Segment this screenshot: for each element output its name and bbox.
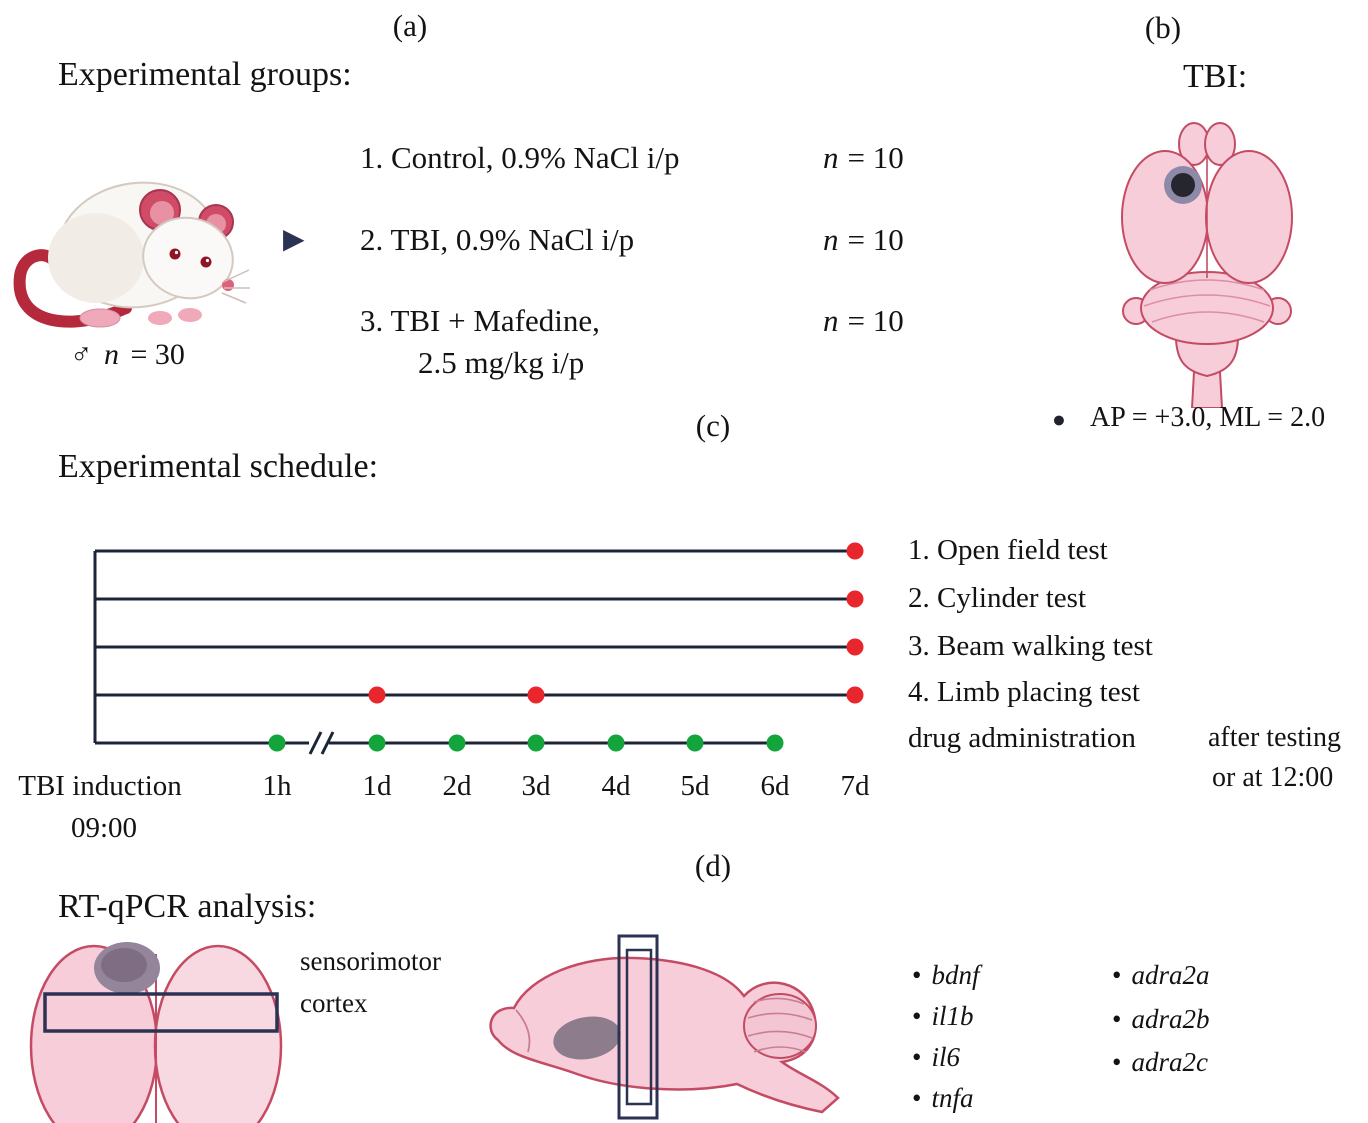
group-item-3: 3. TBI + Mafedine,: [360, 303, 600, 338]
schedule-row-label-2: 2. Cylinder test: [908, 582, 1087, 614]
axis-tick-1d: 1d: [362, 770, 392, 802]
male-symbol: ♂: [70, 338, 93, 371]
lesion-spot-side: [553, 1016, 621, 1060]
timeline-dot-red: [846, 542, 864, 560]
bullet-icon: •: [912, 1042, 922, 1072]
axis-tick-1h: 1h: [262, 770, 292, 802]
group-2-count: n= 10: [823, 222, 904, 257]
gene-item-tnfa: •tnfa: [912, 1083, 974, 1113]
timeline-dot-red: [846, 686, 864, 704]
axis-tick-4d: 4d: [601, 770, 631, 802]
group-1-count: n= 10: [823, 140, 904, 175]
group-arrow-icon: ▶: [283, 224, 305, 255]
bullet-icon: •: [1112, 960, 1122, 990]
brain-side-view-illustration: [489, 934, 840, 1120]
axis-origin-time: 09:00: [70, 812, 138, 844]
impact-site-dot: [1171, 173, 1195, 197]
group-item-3-line2: 2.5 mg/kg i/p: [418, 345, 585, 380]
coords-marker-icon: ●: [1052, 407, 1066, 432]
panel-d-tag: (d): [694, 848, 732, 883]
timeline-dot-red: [846, 638, 864, 656]
cortex-section-box: [43, 992, 279, 1033]
bullet-icon: •: [1112, 1004, 1122, 1034]
gene-item-il6: •il6: [912, 1042, 960, 1072]
schedule-row-label-4: 4. Limb placing test: [908, 676, 1140, 708]
experimental-schedule-title: Experimental schedule:: [58, 448, 379, 485]
timeline-dot-green: [268, 734, 286, 752]
gene-item-adra2a: •adra2a: [1112, 960, 1210, 990]
n-total: = 30: [130, 338, 185, 371]
schedule-row-label-1: 1. Open field test: [908, 534, 1108, 566]
timeline-dot-red: [527, 686, 545, 704]
group-3-count: n= 10: [823, 303, 904, 338]
coronal-section-box-inner: [625, 948, 653, 1106]
gene-item-adra2c: •adra2c: [1112, 1047, 1208, 1077]
axis-tick-7d: 7d: [840, 770, 870, 802]
bullet-icon: •: [912, 1001, 922, 1031]
axis-tick-2d: 2d: [442, 770, 472, 802]
bullet-icon: •: [912, 1083, 922, 1113]
axis-tick-6d: 6d: [760, 770, 790, 802]
timeline-dot-green: [686, 734, 704, 752]
panel-c-tag: (c): [695, 408, 731, 443]
coronal-section-box-outer: [617, 934, 659, 1120]
bullet-icon: •: [912, 960, 922, 990]
axis-break-slash: [320, 731, 335, 755]
timeline-dot-green: [368, 734, 386, 752]
region-label-line1: sensorimotor: [300, 946, 441, 976]
rat-illustration: [13, 181, 250, 328]
rtqpcr-title: RT-qPCR analysis:: [58, 888, 317, 925]
timeline-dot-green: [448, 734, 466, 752]
axis-origin-label: TBI induction: [18, 770, 182, 802]
timeline-dot-green: [766, 734, 784, 752]
schedule-note-line2: or at 12:00: [1212, 762, 1334, 793]
rat-count-label: ♂ n = 30: [70, 338, 185, 372]
schedule-row-label-5: drug administration: [908, 722, 1136, 754]
coords-label: AP = +3.0, ML = 2.0: [1090, 402, 1326, 433]
gene-item-adra2b: •adra2b: [1112, 1004, 1210, 1034]
group-item-2: 2. TBI, 0.9% NaCl i/p: [360, 222, 635, 257]
axis-tick-5d: 5d: [680, 770, 710, 802]
brain-dorsal-illustration: [1121, 122, 1293, 408]
n-symbol: n: [104, 338, 119, 371]
group-item-1: 1. Control, 0.9% NaCl i/p: [360, 140, 680, 175]
timeline-dot-red: [846, 590, 864, 608]
panel-b-tag: (b): [1144, 10, 1182, 45]
axis-tick-3d: 3d: [521, 770, 551, 802]
timeline-dot-red: [368, 686, 386, 704]
gene-item-il1b: •il1b: [912, 1001, 974, 1031]
brain-top-view-illustration: [29, 942, 283, 1123]
tbi-title: TBI:: [1183, 58, 1248, 95]
axis-break-slash: [308, 731, 323, 755]
timeline-dot-green: [527, 734, 545, 752]
bullet-icon: •: [1112, 1047, 1122, 1077]
schedule-row-label-3: 3. Beam walking test: [908, 630, 1153, 662]
timeline-dot-green: [607, 734, 625, 752]
schedule-note-line1: after testing: [1208, 722, 1341, 753]
gene-item-bdnf: •bdnf: [912, 960, 980, 990]
experimental-groups-title: Experimental groups:: [58, 56, 352, 93]
region-label-line2: cortex: [300, 988, 368, 1018]
panel-a-tag: (a): [392, 8, 428, 43]
